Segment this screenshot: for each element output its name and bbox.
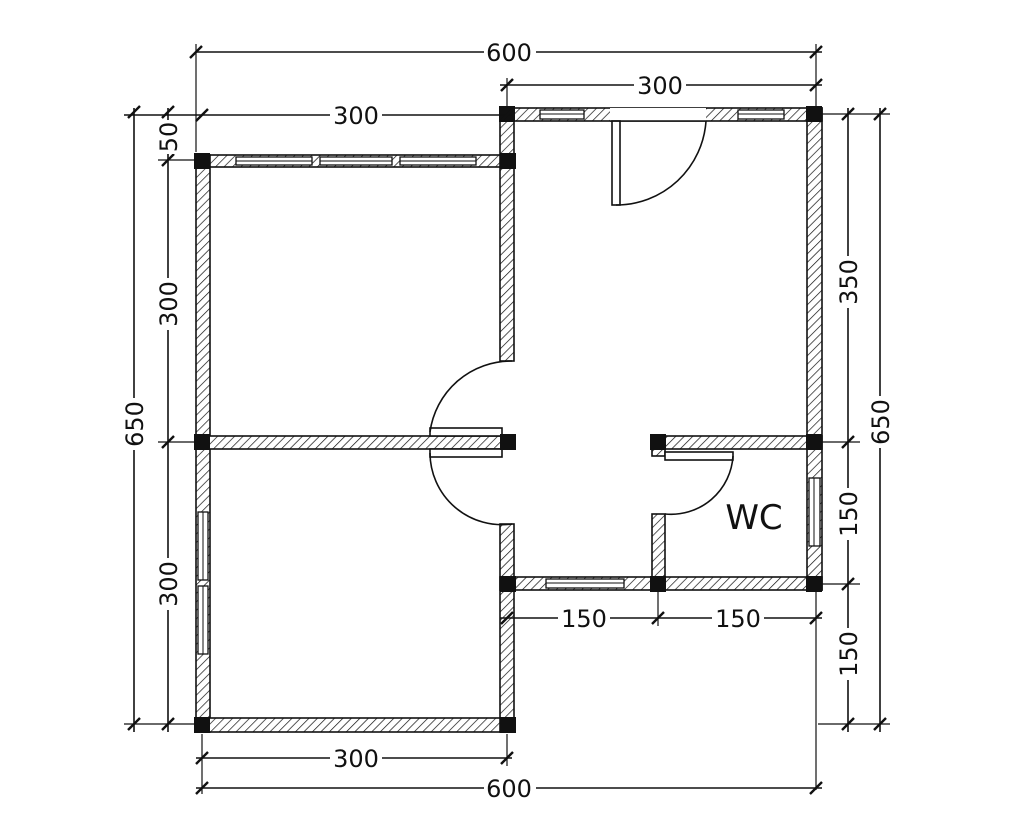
doors <box>429 108 734 526</box>
wall-center-upper <box>499 107 515 362</box>
dim-right-bottom: 150 <box>835 631 863 677</box>
window-wc <box>808 477 821 547</box>
wall-center-lower <box>499 523 515 733</box>
dim-mid-left: 150 <box>561 605 607 633</box>
dimension-labels: 600 300 300 650 50 300 300 350 650 150 1… <box>121 38 895 803</box>
walls <box>195 107 823 733</box>
dim-left-lower: 300 <box>155 561 183 607</box>
dim-bottom-total: 600 <box>486 775 532 803</box>
columns <box>194 106 822 733</box>
wall-wc-top <box>651 435 823 450</box>
dim-top-right: 300 <box>637 72 683 100</box>
dim-left-upper: 300 <box>155 281 183 327</box>
dim-top-total: 600 <box>486 39 532 67</box>
window-left-top <box>235 156 477 166</box>
wall-mid-horizontal <box>195 435 515 450</box>
door-double-left <box>429 360 513 526</box>
window-top-right <box>539 109 785 120</box>
window-left-lower <box>197 511 209 655</box>
door-wc <box>664 451 734 516</box>
dim-left-offset: 50 <box>155 122 183 153</box>
dim-mid-right: 150 <box>715 605 761 633</box>
dim-right-total: 650 <box>867 399 895 445</box>
room-label-wc: WC <box>725 498 782 538</box>
door-entrance <box>610 108 707 206</box>
dim-bottom-room: 300 <box>333 745 379 773</box>
dim-right-upper: 350 <box>835 259 863 305</box>
dim-top-left: 300 <box>333 102 379 130</box>
dim-left-total: 650 <box>121 401 149 447</box>
window-hall-bottom <box>545 578 625 589</box>
windows <box>197 109 821 655</box>
wall-bottom-left <box>195 717 513 733</box>
dim-right-wc: 150 <box>835 491 863 537</box>
